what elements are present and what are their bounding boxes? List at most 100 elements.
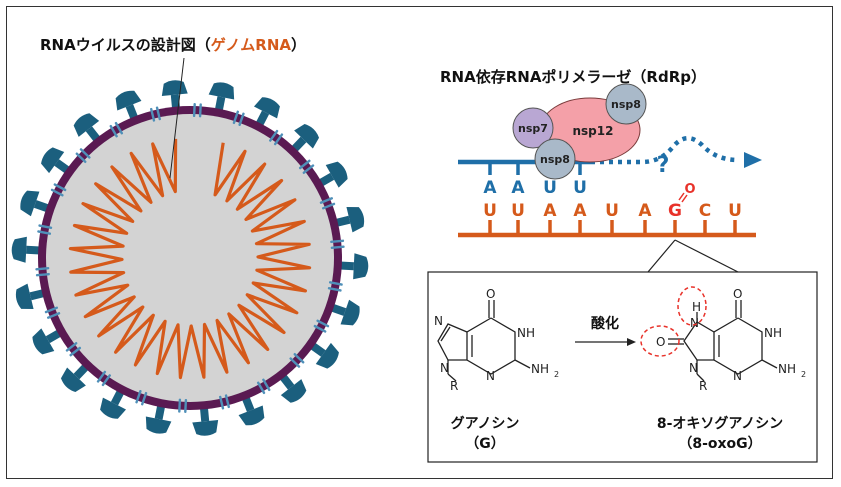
new-base-4: U	[573, 178, 587, 198]
membrane-protein-icon	[232, 110, 245, 127]
nsp7-subunit	[512, 107, 554, 149]
membrane-protein-icon	[65, 341, 82, 357]
nsp12-label: nsp12	[573, 124, 614, 138]
spike-icon	[161, 80, 188, 110]
oxog-O-label: O	[733, 287, 742, 301]
g-N9-label: N	[440, 361, 449, 375]
highlight-CO-ellipse	[640, 325, 680, 357]
membrane-protein-icon	[218, 394, 231, 410]
membrane-protein-icon	[327, 281, 343, 292]
membrane-protein-icon	[269, 129, 284, 146]
template-base-3: A	[543, 201, 557, 221]
membrane-protein-icon	[313, 319, 330, 333]
membrane-protein-icon	[44, 306, 61, 319]
template-base-7-oxidized: G	[668, 201, 682, 221]
oxog-O8-label: O	[656, 335, 665, 349]
oxog-NH2-label: NH	[778, 362, 796, 376]
membrane-protein-icon	[75, 148, 91, 164]
membrane-protein-icon	[149, 106, 162, 122]
spike-icon	[330, 299, 360, 326]
highlight-NH-ellipse	[677, 286, 707, 326]
spike-icon	[15, 283, 46, 309]
g-N3-label: N	[486, 369, 495, 383]
template-base-2: U	[511, 201, 525, 221]
extension-arrowhead-icon	[744, 152, 762, 168]
spike-icon	[238, 395, 265, 426]
oxog-NH-label: NH	[764, 326, 782, 340]
oxog-N7-label: N	[690, 316, 699, 330]
virus-title-highlight: ゲノムRNA	[210, 36, 291, 54]
nsp7-label: nsp7	[518, 122, 548, 135]
new-base-2: A	[511, 178, 525, 198]
membrane-protein-icon	[298, 159, 315, 175]
guanosine-structure	[437, 300, 531, 382]
membrane-protein-icon	[192, 103, 202, 118]
membrane-protein-icon	[135, 389, 148, 406]
spike-proteins	[11, 80, 369, 436]
reaction-box	[427, 271, 818, 463]
unknown-mark: ?	[657, 153, 670, 178]
oxoguanosine-abbr: （8-oxoG）	[678, 436, 761, 452]
spike-icon	[145, 404, 172, 434]
zoom-line-right	[674, 239, 739, 273]
template-base-5: U	[605, 201, 619, 221]
membrane-protein-icon	[109, 121, 124, 138]
guanosine-abbr: （G）	[465, 436, 505, 452]
rdrp-title: RNA依存RNAポリメラーゼ（RdRp）	[440, 68, 707, 86]
oxoguanosine-structure	[668, 300, 778, 382]
template-ticks	[488, 220, 737, 235]
zoom-line-left	[647, 239, 676, 273]
spike-icon	[115, 90, 142, 121]
oxog-subscript-2: 2	[801, 370, 806, 379]
membrane-protein-icon	[256, 378, 271, 395]
template-base-8: C	[699, 201, 711, 221]
spike-icon	[20, 190, 50, 217]
guanosine-name: グアノシン	[451, 415, 520, 432]
oxog-H-label: H	[692, 300, 701, 314]
new-base-1: A	[483, 178, 497, 198]
callout-line	[169, 57, 185, 179]
membrane-protein-icon	[319, 197, 336, 210]
new-base-3: U	[543, 178, 557, 198]
spike-icon	[208, 82, 235, 112]
g-O-label: O	[486, 287, 495, 301]
figure-frame	[6, 6, 833, 479]
viral-interior	[46, 114, 334, 402]
membrane-protein-icon	[96, 370, 111, 387]
spike-icon	[339, 253, 369, 280]
template-base-6: A	[638, 201, 652, 221]
dotted-extension	[600, 136, 739, 165]
g-N7-label: N	[434, 314, 443, 328]
oxo-mark: O	[684, 182, 695, 197]
spike-icon	[11, 236, 41, 263]
oxo-bond-2	[681, 194, 688, 203]
membrane-protein-icon	[37, 224, 53, 235]
template-base-1: U	[483, 201, 497, 221]
reaction-arrowhead-icon	[627, 338, 636, 346]
nsp8-label-bottom: nsp8	[540, 153, 570, 166]
nsp8-label-top: nsp8	[611, 98, 641, 111]
oxoguanosine-name: 8-オキソグアノシン	[657, 415, 783, 432]
g-NH2-label: NH	[531, 362, 549, 376]
membrane-proteins	[35, 103, 345, 413]
oxog-N9-label: N	[689, 361, 698, 375]
nsp8-subunit-bottom	[534, 138, 576, 180]
oxidation-label: 酸化	[591, 315, 619, 332]
genome-rna-zigzag	[68, 138, 312, 380]
membrane-protein-icon	[178, 398, 188, 413]
membrane-protein-icon	[35, 266, 50, 277]
membrane-protein-icon	[289, 352, 305, 368]
virus-title: RNAウイルスの設計図（ゲノムRNA）	[40, 34, 306, 55]
virus-title-suffix: ）	[290, 36, 306, 54]
g-subscript-2: 2	[554, 370, 559, 379]
oxo-bond-1	[678, 192, 685, 201]
oxog-N3-label: N	[733, 369, 742, 383]
g-R-label: R	[450, 379, 458, 393]
virus-title-prefix: RNAウイルスの設計図（	[40, 36, 211, 54]
membrane-protein-icon	[330, 239, 345, 250]
g-NH-label: NH	[517, 326, 535, 340]
spike-icon	[192, 406, 219, 436]
spike-icon	[334, 207, 365, 233]
